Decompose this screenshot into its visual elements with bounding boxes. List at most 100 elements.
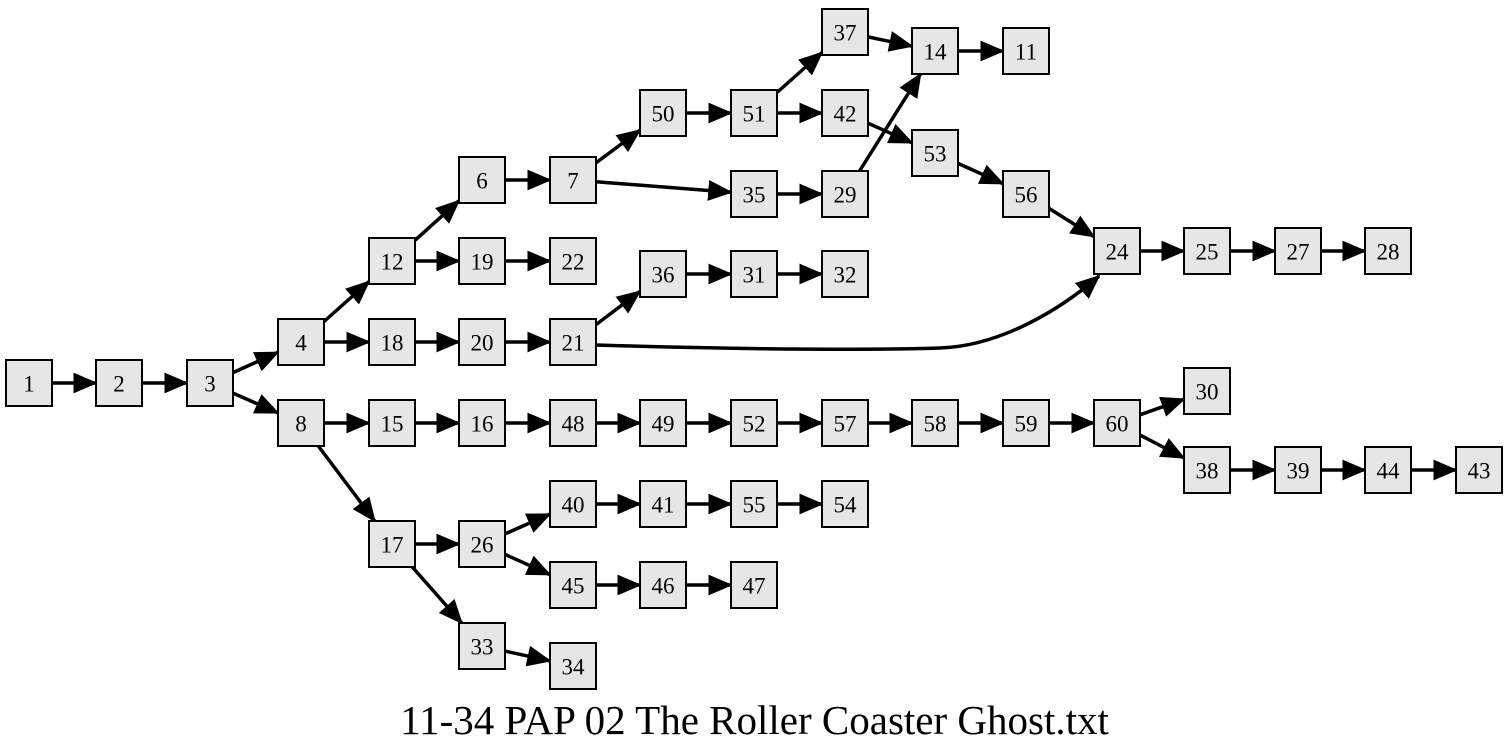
edge-53-to-56 [957, 161, 1005, 186]
node-26: 26 [458, 520, 506, 568]
node-label: 4 [295, 331, 307, 356]
node-45: 45 [549, 561, 597, 609]
node-2: 2 [95, 359, 143, 407]
node-box [1364, 227, 1412, 275]
edge-8-to-17 [316, 444, 377, 523]
node-label: 33 [471, 635, 494, 660]
node-label: 50 [652, 102, 675, 127]
edge-26-to-40 [504, 512, 552, 536]
node-box [458, 520, 506, 568]
node-25: 25 [1183, 227, 1231, 275]
node-box [1455, 446, 1503, 494]
node-label: 20 [471, 331, 494, 356]
edge-3-to-4 [232, 350, 280, 375]
node-box [368, 399, 416, 447]
node-box [458, 318, 506, 366]
node-57: 57 [821, 399, 869, 447]
node-box [1183, 446, 1231, 494]
node-label: 30 [1196, 380, 1219, 405]
edge-3-to-8 [232, 391, 280, 415]
node-22: 22 [549, 237, 597, 285]
node-box [549, 237, 597, 285]
node-label: 29 [834, 183, 857, 208]
node-34: 34 [549, 642, 597, 690]
node-30: 30 [1183, 367, 1231, 415]
node-box [1274, 227, 1322, 275]
node-label: 42 [834, 102, 857, 127]
node-box [368, 520, 416, 568]
node-box [730, 399, 778, 447]
node-28: 28 [1364, 227, 1412, 275]
node-label: 39 [1287, 459, 1310, 484]
node-18: 18 [368, 318, 416, 366]
node-21: 21 [549, 318, 597, 366]
node-label: 34 [562, 655, 586, 680]
node-box [730, 170, 778, 218]
node-label: 22 [562, 250, 585, 275]
node-box [639, 250, 687, 298]
node-label: 48 [562, 412, 585, 437]
node-50: 50 [639, 89, 687, 137]
node-box [730, 89, 778, 137]
node-24: 24 [1093, 227, 1141, 275]
node-58: 58 [911, 399, 959, 447]
node-11: 11 [1002, 27, 1050, 75]
node-box [1093, 227, 1141, 275]
node-12: 12 [368, 237, 416, 285]
node-box [458, 399, 506, 447]
node-20: 20 [458, 318, 506, 366]
node-label: 6 [476, 169, 488, 194]
node-label: 59 [1015, 412, 1038, 437]
node-16: 16 [458, 399, 506, 447]
node-label: 17 [381, 533, 404, 558]
node-label: 54 [834, 493, 858, 518]
node-38: 38 [1183, 446, 1231, 494]
node-box [549, 642, 597, 690]
node-box [549, 561, 597, 609]
node-label: 27 [1287, 240, 1310, 265]
node-8: 8 [277, 399, 325, 447]
node-box [821, 170, 869, 218]
node-label: 43 [1468, 459, 1491, 484]
node-box [730, 480, 778, 528]
node-label: 24 [1106, 240, 1130, 265]
node-label: 14 [924, 40, 948, 65]
node-box [368, 237, 416, 285]
node-label: 35 [743, 183, 766, 208]
node-box [730, 561, 778, 609]
node-label: 28 [1377, 240, 1400, 265]
node-56: 56 [1002, 170, 1050, 218]
node-box [639, 89, 687, 137]
node-label: 45 [562, 574, 585, 599]
node-label: 15 [381, 412, 404, 437]
node-3: 3 [186, 359, 234, 407]
node-box [5, 359, 53, 407]
node-label: 11 [1015, 40, 1037, 65]
node-label: 16 [471, 412, 494, 437]
node-47: 47 [730, 561, 778, 609]
node-27: 27 [1274, 227, 1322, 275]
node-box [549, 156, 597, 204]
edge-37-to-14 [867, 31, 914, 52]
node-41: 41 [639, 480, 687, 528]
node-42: 42 [821, 89, 869, 137]
node-36: 36 [639, 250, 687, 298]
edge-7-to-50 [594, 128, 642, 165]
node-label: 18 [381, 331, 404, 356]
node-box [1093, 399, 1141, 447]
node-label: 21 [562, 331, 585, 356]
node-label: 58 [924, 412, 947, 437]
node-31: 31 [730, 250, 778, 298]
node-box [549, 318, 597, 366]
node-label: 36 [652, 263, 675, 288]
node-29: 29 [821, 170, 869, 218]
node-label: 46 [652, 574, 675, 599]
node-label: 52 [743, 412, 766, 437]
node-1: 1 [5, 359, 53, 407]
edge-17-to-33 [410, 565, 464, 625]
edge-21-to-36 [594, 290, 642, 326]
node-label: 60 [1106, 412, 1129, 437]
node-53: 53 [911, 129, 959, 177]
node-box [1002, 170, 1050, 218]
